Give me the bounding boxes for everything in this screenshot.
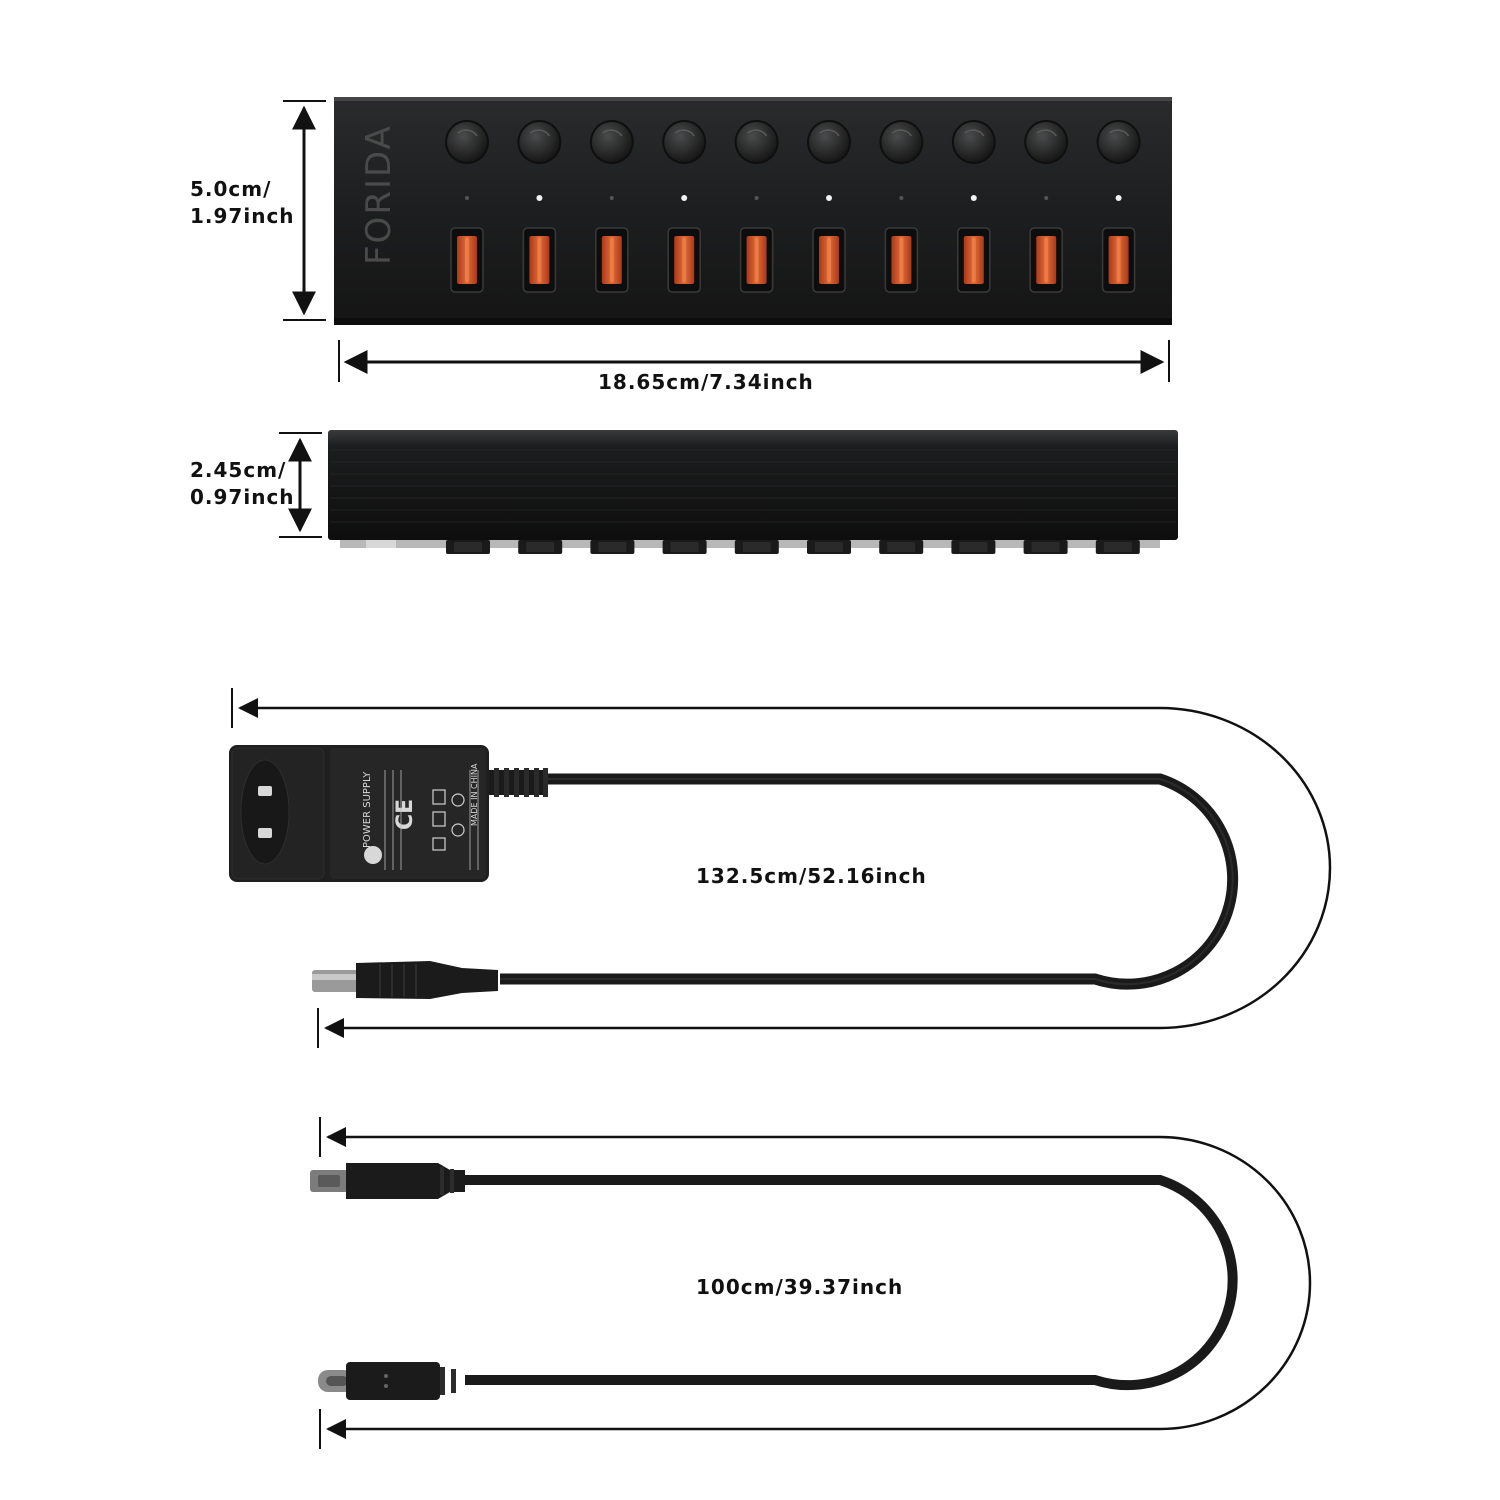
power-cable-length-bracket [231, 688, 1332, 1048]
usb-ports [450, 227, 1136, 293]
port-button-4[interactable] [662, 120, 707, 164]
port-power-buttons [445, 120, 1141, 164]
adapter-label-title: POWER SUPPLY [362, 771, 373, 848]
port-button-6[interactable] [807, 120, 851, 164]
power-cable-length-label: 132.5cm/52.16inch [696, 864, 927, 888]
usb-port-8[interactable] [957, 227, 991, 293]
port-led-8 [970, 195, 977, 201]
port-led-9 [1044, 196, 1049, 200]
svg-text:CE: CE [393, 799, 418, 830]
port-led-4 [681, 195, 688, 201]
usb-b-connector [310, 1163, 465, 1199]
width-label: 18.65cm/7.34inch [598, 370, 814, 394]
depth-label-inch: 0.97inch [190, 485, 295, 509]
usb-port-4[interactable] [667, 227, 701, 293]
port-button-7[interactable] [879, 120, 924, 164]
port-led-7 [899, 196, 904, 200]
side-button-caps [446, 540, 1140, 554]
port-led-3 [609, 196, 614, 200]
usb-cable-length-bracket [319, 1117, 1312, 1449]
brand-logo: FORIDA [359, 124, 399, 265]
port-led-2 [536, 195, 543, 201]
usb-cable-length-label: 100cm/39.37inch [696, 1275, 904, 1299]
usb-port-2[interactable] [522, 227, 557, 293]
width-dimension [338, 340, 1170, 382]
height-label-inch: 1.97inch [190, 204, 295, 228]
usb-port-3[interactable] [595, 227, 629, 293]
power-adapter: CE [229, 745, 489, 882]
power-cable [312, 768, 1239, 999]
depth-label-cm: 2.45cm/ [190, 458, 287, 482]
height-dimension [283, 100, 326, 321]
usb-port-6[interactable] [812, 227, 846, 293]
usb-port-5[interactable] [739, 227, 774, 293]
usb-port-9[interactable] [1029, 227, 1063, 293]
usb-cable [310, 1163, 1238, 1400]
port-button-2[interactable] [517, 120, 562, 164]
port-button-8[interactable] [951, 120, 996, 164]
usb-c-connector [318, 1362, 456, 1400]
port-button-10[interactable] [1096, 120, 1141, 164]
usb-port-1[interactable] [450, 227, 484, 293]
port-led-10 [1115, 195, 1122, 201]
port-button-1[interactable] [445, 120, 489, 164]
hub-side-view [328, 430, 1178, 554]
port-led-6 [826, 195, 832, 201]
usb-port-7[interactable] [884, 227, 919, 293]
dc-barrel-plug [312, 961, 498, 999]
adapter-label-origin: MADE IN CHINA [470, 763, 479, 826]
height-label-cm: 5.0cm/ [190, 177, 272, 201]
port-led-1 [465, 196, 469, 200]
port-button-9[interactable] [1024, 120, 1069, 164]
port-button-3[interactable] [589, 120, 634, 164]
port-button-5[interactable] [734, 120, 779, 164]
usb-port-10[interactable] [1101, 227, 1136, 293]
hub-top-view [334, 97, 1172, 325]
depth-dimension [279, 432, 322, 538]
port-led-5 [754, 196, 759, 200]
port-indicator-leds [465, 195, 1122, 201]
